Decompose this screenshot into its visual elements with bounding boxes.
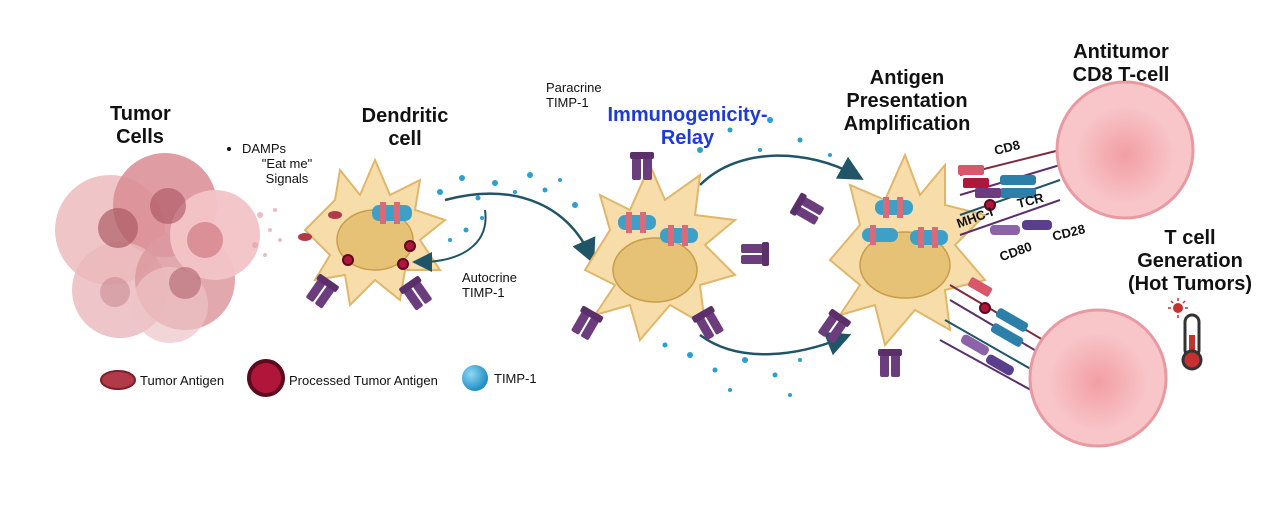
t-cell-top [1055, 80, 1195, 220]
autocrine-label: Autocrine TIMP-1 [462, 270, 517, 300]
legend-tumor-antigen-icon [100, 370, 136, 390]
antitumor-cd8-label: Antitumor CD8 T-cell [1072, 41, 1170, 86]
damps-list: DAMPs "Eat me" Signals [228, 141, 332, 186]
tumor-cells-label: Tumor Cells [110, 103, 171, 148]
relay-arrow-top [699, 154, 864, 186]
antigen-presentation-label: Antigen Presentation Amplification [843, 67, 971, 135]
paracrine-label: Paracrine TIMP-1 [546, 80, 602, 110]
autocrine-arrow [412, 209, 487, 272]
immune-synapse-bottom [939, 277, 1061, 396]
chromatin-icon [862, 197, 948, 248]
dendritic-cell-right [789, 152, 987, 377]
chromatin-icon [372, 202, 412, 224]
eat-me-item: "Eat me" Signals [261, 156, 313, 186]
legend-timp1-label: TIMP-1 [494, 371, 537, 386]
t-cell-generation-label: T cell Generation (Hot Tumors) [1127, 227, 1253, 295]
immunogenicity-relay-label: Immunogenicity-Relay [607, 104, 768, 149]
legend-tumor-antigen-label: Tumor Antigen [140, 373, 225, 388]
dendritic-cell-left [298, 157, 448, 312]
tumor-cells-cluster [55, 153, 282, 343]
relay-arrow-bottom [699, 332, 852, 356]
timp1-droplets [437, 117, 832, 397]
chromatin-icon [618, 212, 698, 246]
dendritic-cell-label: Dendritic cell [361, 105, 449, 150]
heat-icon [1168, 298, 1188, 318]
legend-processed-antigen-label: Processed Tumor Antigen [289, 373, 438, 388]
t-cell-bottom [1028, 308, 1168, 448]
thermometer-icon [1168, 298, 1203, 371]
legend-processed-antigen-icon [247, 359, 285, 397]
paracrine-arrow [444, 192, 596, 265]
legend-timp1-icon [462, 365, 488, 391]
legend-symbols [100, 359, 488, 397]
damps-item: DAMPs [242, 141, 332, 156]
immune-synapse-top [958, 149, 1061, 236]
dendritic-cell-middle [569, 152, 769, 343]
